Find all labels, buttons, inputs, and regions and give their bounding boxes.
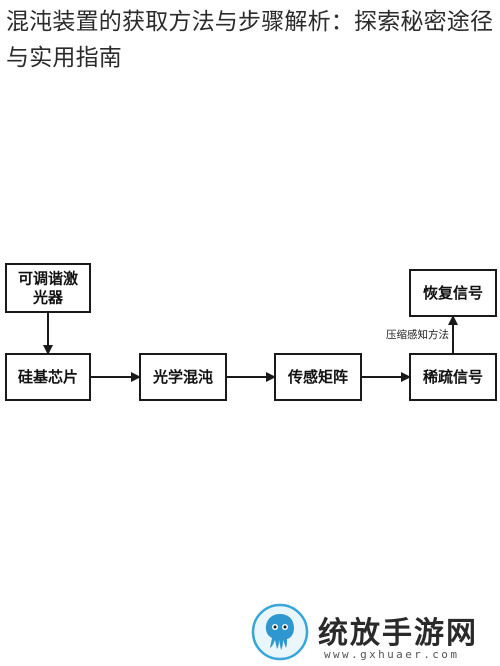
node-box bbox=[5, 263, 91, 313]
watermark-url: www.gxhuaer.com bbox=[324, 648, 460, 661]
page-title: 混沌装置的获取方法与步骤解析：探索秘密途径与实用指南 bbox=[6, 9, 494, 71]
node-label: 恢复信号 bbox=[423, 284, 483, 302]
node-chaos: 光学混沌 bbox=[139, 353, 227, 401]
node-box bbox=[5, 353, 91, 401]
node-label: 光学混沌 bbox=[152, 368, 213, 386]
watermark: 统放手游网 www.gxhuaer.com bbox=[244, 600, 500, 666]
node-matrix: 传感矩阵 bbox=[274, 353, 362, 401]
octopus-logo-icon bbox=[251, 603, 309, 661]
node-chip: 硅基芯片 bbox=[5, 353, 91, 401]
node-sparse: 稀疏信号 bbox=[409, 353, 497, 401]
node-box bbox=[409, 269, 497, 317]
node-label: 可调谐激 bbox=[18, 270, 79, 288]
node-box bbox=[409, 353, 497, 401]
node-recover: 恢复信号 bbox=[409, 269, 497, 317]
node-label: 传感矩阵 bbox=[287, 368, 348, 386]
node-label: 硅基芯片 bbox=[18, 368, 78, 386]
node-label: 光器 bbox=[32, 289, 64, 307]
node-box bbox=[274, 353, 362, 401]
node-label: 稀疏信号 bbox=[423, 368, 483, 386]
watermark-brand: 统放手游网 bbox=[318, 616, 478, 651]
edge-label: 压缩感知方法 bbox=[386, 328, 449, 341]
node-box bbox=[139, 353, 227, 401]
